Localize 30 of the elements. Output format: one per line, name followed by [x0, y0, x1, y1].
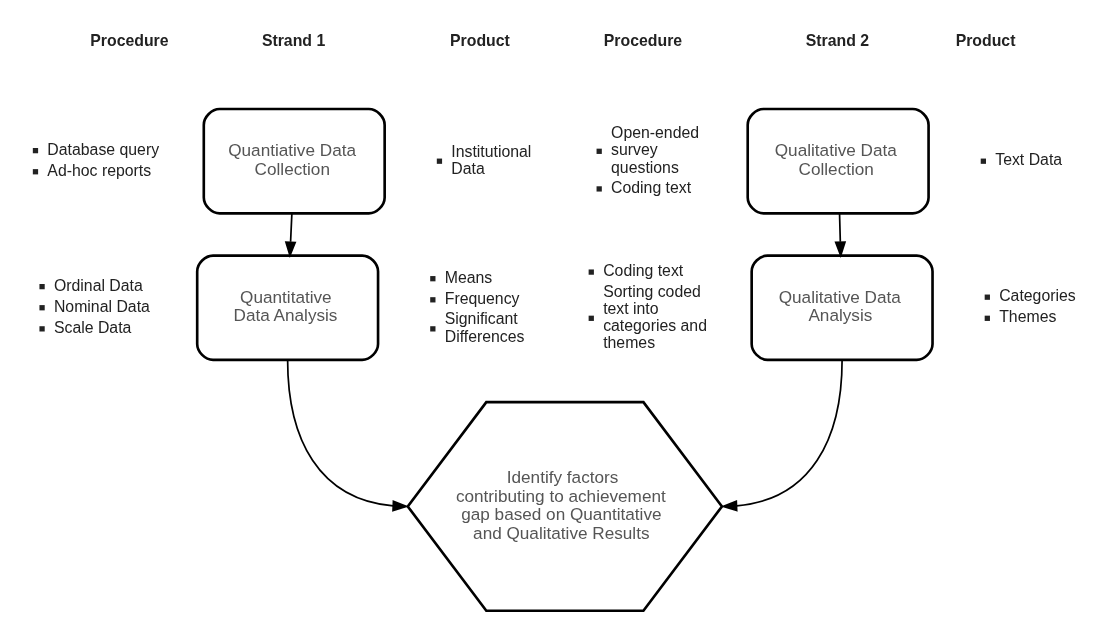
label: Sorting coded text into categories and themes — [603, 282, 707, 352]
label: Frequency — [444, 289, 520, 307]
label: Text Data — [995, 151, 1063, 169]
label: Ordinal Data — [53, 276, 143, 294]
label: Product — [450, 31, 510, 49]
node-box: Qualitative Data Analysis — [750, 254, 934, 362]
label: Ad-hoc reports — [47, 161, 152, 179]
label: Categories — [999, 287, 1076, 305]
label: Scale Data — [53, 318, 132, 336]
label: Coding text — [603, 262, 684, 280]
label: Themes — [999, 308, 1057, 326]
arrow — [284, 212, 297, 259]
arrow — [720, 359, 843, 512]
label: Strand 2 — [805, 31, 870, 49]
label: Means — [444, 268, 493, 286]
node-box: Qualitative Data Collection — [746, 107, 930, 215]
arrow — [834, 212, 847, 259]
label: Database query — [47, 140, 160, 158]
label: Procedure — [603, 31, 683, 49]
label: Institutional Data — [451, 142, 532, 177]
label: Procedure — [90, 31, 169, 49]
label: Nominal Data — [53, 297, 150, 315]
node-box: Quantitative Data Analysis — [195, 254, 380, 362]
label: Product — [955, 31, 1016, 49]
label: Strand 1 — [261, 31, 326, 49]
label: Coding text — [611, 179, 692, 197]
label: Open-ended survey questions — [611, 124, 700, 176]
arrow — [286, 359, 410, 512]
label: Significant Differences — [444, 310, 525, 345]
node-box: Quantiative Data Collection — [202, 107, 386, 215]
